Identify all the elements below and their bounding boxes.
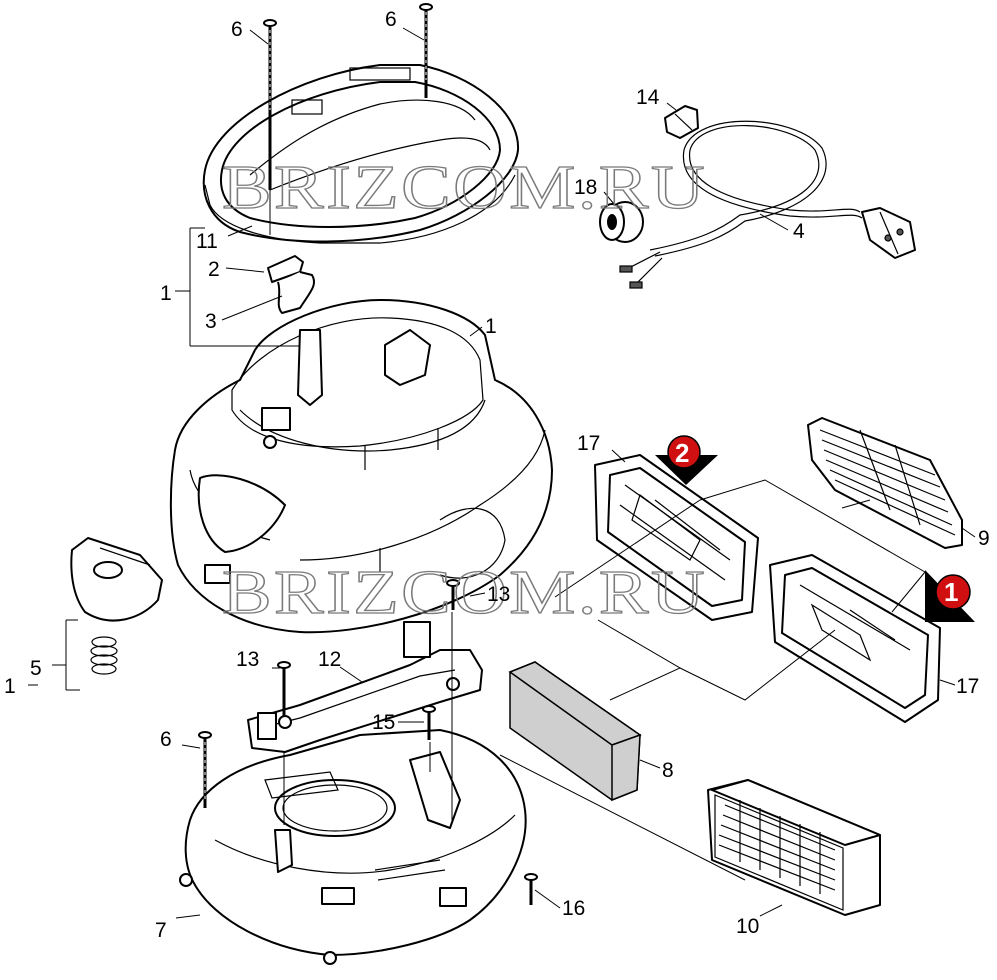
part-label-1a: 1 bbox=[160, 282, 172, 305]
clip-handle-part bbox=[70, 537, 163, 622]
ferrite-ring-icon bbox=[599, 201, 644, 243]
top-cover-part bbox=[202, 64, 520, 244]
part-label-17b: 17 bbox=[956, 675, 979, 698]
foam-filter-icon bbox=[508, 661, 642, 802]
part-label-11: 11 bbox=[196, 230, 218, 253]
screw-icon bbox=[524, 873, 538, 905]
part-label-13a: 13 bbox=[487, 583, 510, 606]
watermark-middle: BRIZCOM.RU bbox=[222, 559, 707, 627]
grille-icon bbox=[807, 417, 963, 549]
badge-1: 1 bbox=[925, 570, 975, 622]
leader-lines bbox=[28, 27, 976, 919]
spring-icon bbox=[90, 636, 118, 675]
screw-icon bbox=[198, 731, 212, 808]
filter-frame-icon bbox=[594, 454, 759, 621]
part-label-2: 2 bbox=[208, 258, 220, 281]
part-label-12: 12 bbox=[318, 648, 341, 671]
main-housing-part bbox=[169, 299, 553, 634]
part-label-4: 4 bbox=[793, 220, 805, 243]
badge-1-text: 1 bbox=[944, 577, 958, 607]
part-label-6b: 6 bbox=[385, 8, 397, 31]
plug-icon bbox=[861, 207, 916, 259]
base-housing-part bbox=[179, 729, 527, 965]
screw-icon bbox=[277, 661, 291, 716]
bracket-part bbox=[247, 621, 483, 753]
part-label-17a: 17 bbox=[577, 432, 600, 455]
part-label-5: 5 bbox=[30, 657, 42, 680]
screw-icon bbox=[422, 705, 436, 740]
cable-clip-icon bbox=[664, 105, 699, 139]
part-label-15: 15 bbox=[372, 711, 395, 734]
power-cord-icon bbox=[619, 120, 863, 289]
part-label-14: 14 bbox=[636, 86, 660, 109]
part-label-7: 7 bbox=[155, 919, 167, 942]
part-label-1c: 1 bbox=[4, 675, 16, 698]
part-label-6a: 6 bbox=[231, 18, 243, 41]
latch-part bbox=[267, 255, 316, 314]
part-label-10: 10 bbox=[736, 915, 759, 938]
watermark-top: BRIZCOM.RU bbox=[222, 154, 707, 222]
badge-2-text: 2 bbox=[675, 438, 689, 468]
part-label-9: 9 bbox=[978, 527, 990, 550]
assembly-lines bbox=[269, 190, 926, 881]
part-label-13b: 13 bbox=[236, 648, 259, 671]
filter-frame-icon bbox=[769, 554, 941, 723]
part-label-16: 16 bbox=[562, 897, 585, 920]
part-labels: 6 6 14 18 4 11 2 1 3 1 17 9 13 5 1 13 12… bbox=[4, 8, 990, 942]
screw-icon bbox=[263, 19, 277, 190]
part-label-18: 18 bbox=[574, 176, 597, 199]
screw-icon bbox=[446, 579, 460, 610]
badge-2: 2 bbox=[655, 435, 718, 485]
part-label-8: 8 bbox=[662, 759, 674, 782]
hepa-filter-icon bbox=[707, 779, 881, 916]
part-label-1b: 1 bbox=[485, 315, 497, 338]
screw-icon bbox=[419, 3, 433, 98]
part-label-3: 3 bbox=[205, 310, 217, 333]
part-label-6c: 6 bbox=[160, 728, 172, 751]
